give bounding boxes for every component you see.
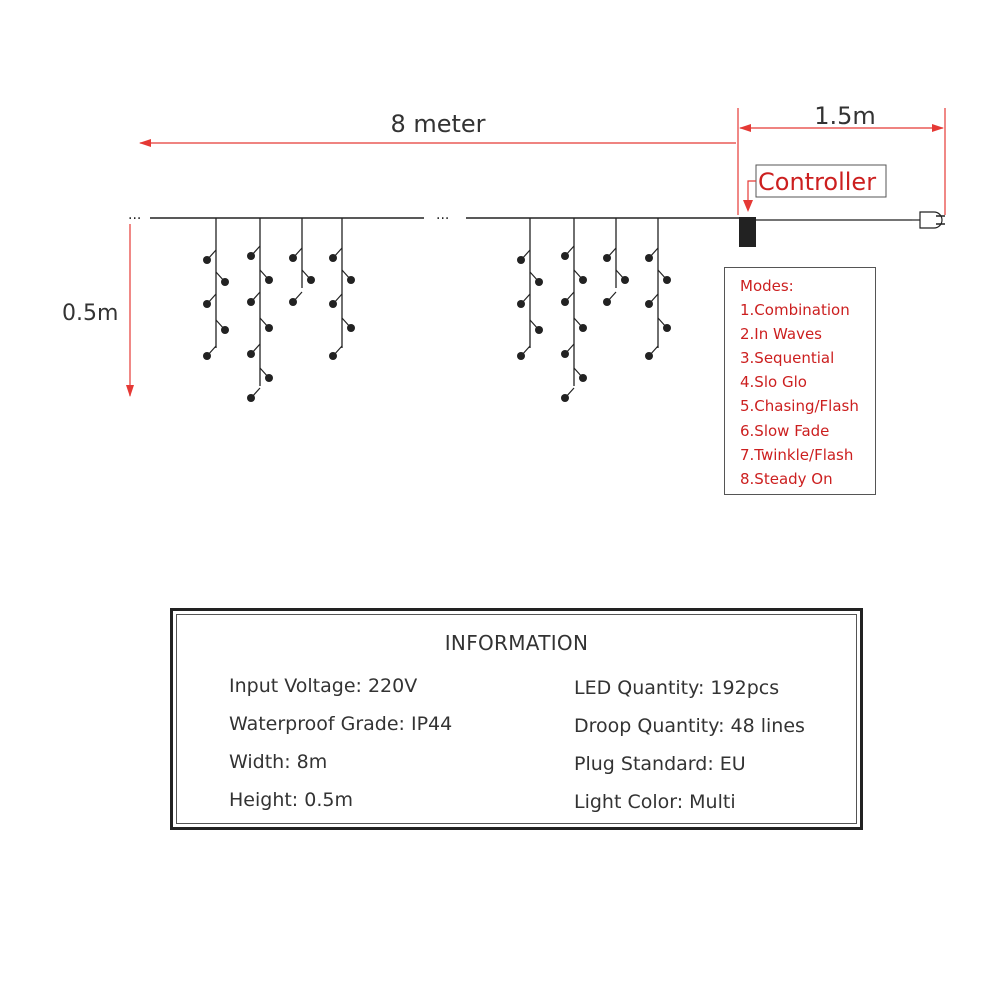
led-bulb: [645, 254, 653, 262]
information-right-column: LED Quantity: 192pcs Droop Quantity: 48 …: [574, 675, 805, 829]
led-bulb: [247, 298, 255, 306]
led-bulb: [329, 254, 337, 262]
led-bulb: [307, 276, 315, 284]
led-bulb: [329, 352, 337, 360]
led-bulb: [347, 324, 355, 332]
mode-item: 6.Slow Fade: [740, 421, 830, 440]
led-bulb: [203, 256, 211, 264]
led-bulb: [203, 352, 211, 360]
middle-ellipsis: ...: [436, 207, 449, 223]
mode-item: 1.Combination: [740, 301, 850, 320]
led-bulb: [579, 324, 587, 332]
led-bulb: [289, 298, 297, 306]
led-bulb: [603, 298, 611, 306]
mode-item: 8.Steady On: [740, 469, 833, 488]
left-ellipsis: ...: [128, 207, 141, 223]
led-bulb: [579, 276, 587, 284]
led-bulb: [265, 324, 273, 332]
modes-list-box: Modes: 1.Combination 2.In Waves 3.Sequen…: [724, 267, 876, 495]
led-bulb: [561, 394, 569, 402]
led-bulb: [645, 300, 653, 308]
led-bulb: [561, 252, 569, 260]
led-bulb: [579, 374, 587, 382]
led-bulb: [247, 350, 255, 358]
led-bulb: [535, 278, 543, 286]
led-bulb: [621, 276, 629, 284]
led-bulb: [329, 300, 337, 308]
controller-box: [739, 217, 756, 247]
eu-plug-icon: [912, 211, 945, 229]
spec-plug-standard: Plug Standard: EU: [574, 753, 746, 775]
controller-pointer: [747, 180, 756, 206]
led-bulb: [663, 324, 671, 332]
lead-label: 1.5m: [814, 102, 876, 130]
mode-item: 7.Twinkle/Flash: [740, 445, 854, 464]
led-bulb: [517, 300, 525, 308]
icicle-light-diagram: 8 meter 1.5m Controller 0.5m ... ...: [62, 102, 946, 402]
led-bulb: [645, 352, 653, 360]
led-bulb: [561, 298, 569, 306]
information-panel: INFORMATION Input Voltage: 220V Waterpro…: [170, 608, 863, 830]
led-bulb: [265, 374, 273, 382]
mode-item: 2.In Waves: [740, 325, 822, 344]
spec-led-quantity: LED Quantity: 192pcs: [574, 677, 780, 699]
controller-label: Controller: [758, 168, 876, 196]
led-bulb: [221, 326, 229, 334]
led-bulb: [347, 276, 355, 284]
led-bulb: [221, 278, 229, 286]
spec-droop-quantity: Droop Quantity: 48 lines: [574, 715, 805, 737]
led-bulb: [289, 254, 297, 262]
spec-input-voltage: Input Voltage: 220V: [229, 675, 418, 697]
led-bulb: [203, 300, 211, 308]
led-bulb: [247, 394, 255, 402]
length-label: 8 meter: [390, 110, 485, 138]
modes-title: Modes:: [740, 277, 794, 295]
controller-pointer-head: [743, 200, 753, 212]
information-panel-inner: INFORMATION Input Voltage: 220V Waterpro…: [176, 614, 857, 824]
led-bulb: [517, 256, 525, 264]
mode-item: 5.Chasing/Flash: [740, 397, 859, 416]
spec-light-color: Light Color: Multi: [574, 791, 736, 813]
information-left-column: Input Voltage: 220V Waterproof Grade: IP…: [229, 675, 452, 827]
mode-item: 3.Sequential: [740, 349, 835, 368]
led-bulb: [517, 352, 525, 360]
led-bulb: [247, 252, 255, 260]
led-bulb: [663, 276, 671, 284]
mode-item: 4.Slo Glo: [740, 373, 807, 392]
spec-height: Height: 0.5m: [229, 789, 353, 811]
led-bulb: [535, 326, 543, 334]
led-bulb: [561, 350, 569, 358]
height-label: 0.5m: [62, 301, 118, 326]
led-bulb: [603, 254, 611, 262]
led-bulb: [265, 276, 273, 284]
spec-waterproof-grade: Waterproof Grade: IP44: [229, 713, 453, 735]
information-title: INFORMATION: [444, 631, 589, 655]
icicle-drops: [203, 218, 671, 402]
spec-width: Width: 8m: [229, 751, 328, 773]
